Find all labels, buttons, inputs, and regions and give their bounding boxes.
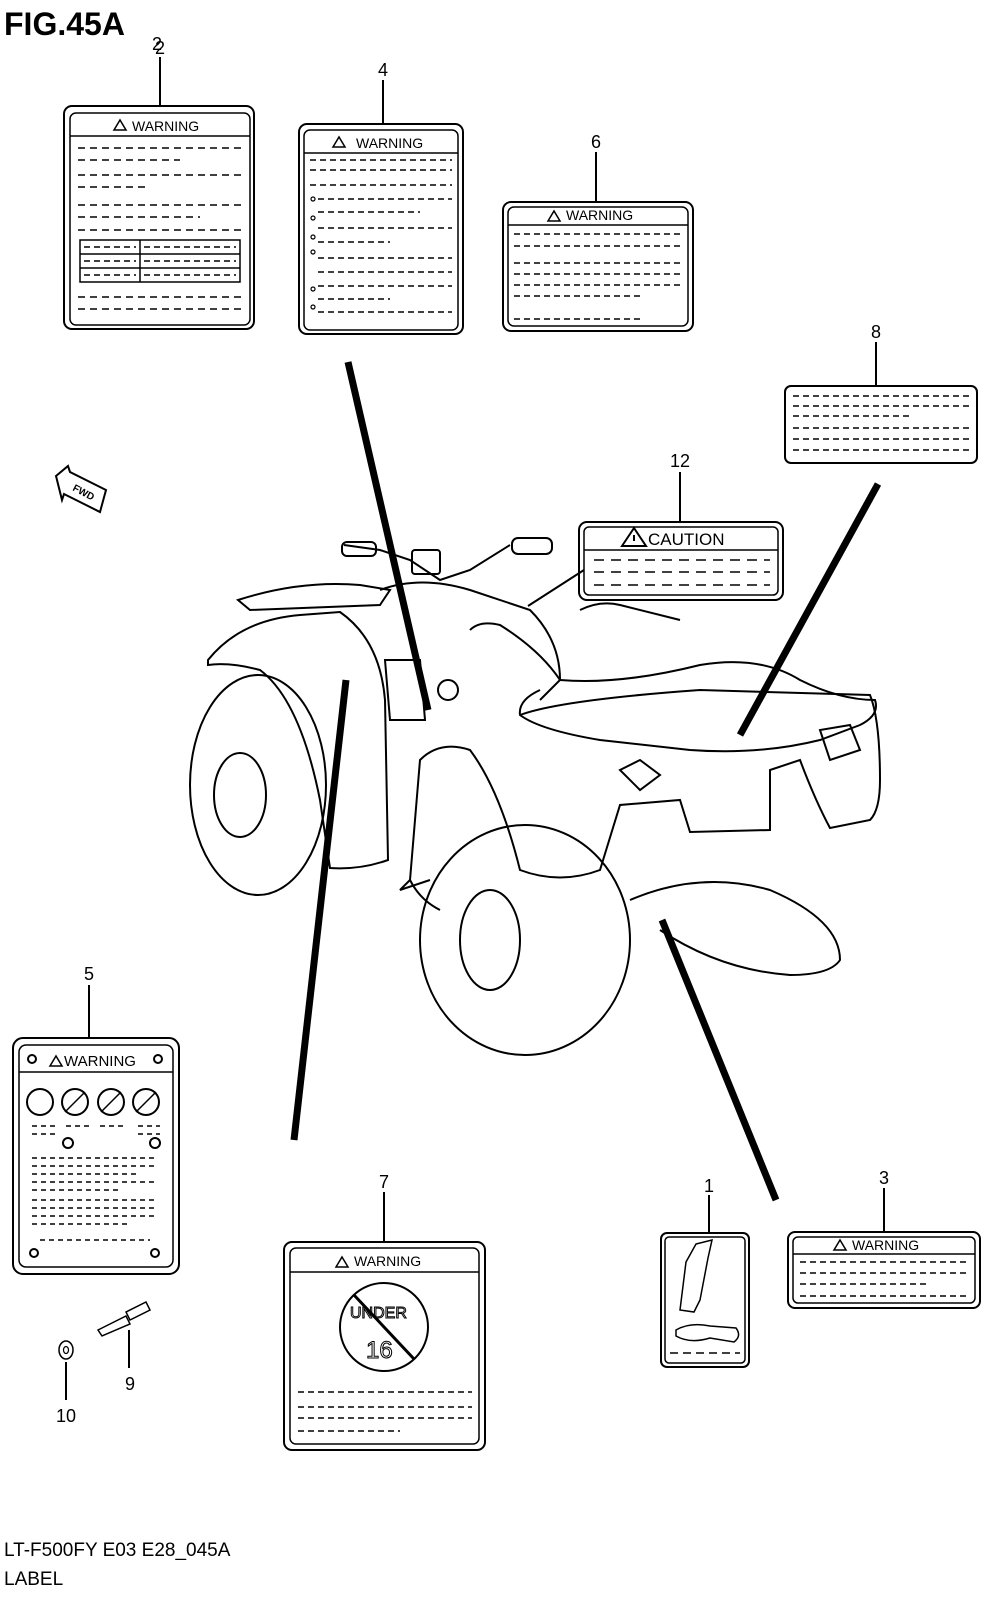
label-6-warning-text: WARNING — [566, 207, 633, 223]
label-5 — [12, 985, 180, 1275]
label-3 — [787, 1188, 981, 1309]
callout-2: 2 — [155, 38, 165, 58]
label-4 — [298, 80, 464, 335]
label-7-age-text: 16 — [366, 1337, 393, 1364]
washer-part-10 — [58, 1340, 74, 1400]
rivet-part-9 — [96, 1300, 152, 1368]
figure-subscript: 2 — [152, 34, 163, 54]
leader-lines — [290, 361, 882, 1202]
fwd-arrow-icon — [54, 464, 108, 514]
label-12 — [578, 472, 784, 601]
label-7-under-text: UNDER — [350, 1305, 407, 1322]
section-name: LABEL — [4, 1569, 64, 1590]
label-7 — [283, 1192, 486, 1451]
label-2-warning-text: WARNING — [132, 118, 199, 134]
label-3-warning-text: WARNING — [852, 1237, 919, 1253]
callout-5: 5 — [84, 964, 94, 984]
atv-outline — [189, 537, 882, 1056]
callout-10: 10 — [56, 1406, 76, 1426]
callout-4: 4 — [378, 60, 388, 80]
label-4-warning-text: WARNING — [356, 135, 423, 151]
callout-12: 12 — [670, 451, 690, 471]
callout-6: 6 — [591, 132, 601, 152]
callout-9: 9 — [125, 1374, 135, 1394]
callout-1: 1 — [704, 1176, 714, 1196]
label-2 — [63, 57, 255, 330]
label-8 — [784, 342, 978, 464]
figure-title: FIG.45A — [4, 6, 125, 42]
label-1 — [660, 1195, 750, 1368]
callout-8: 8 — [871, 322, 881, 342]
label-7-warning-text: WARNING — [354, 1253, 421, 1269]
label-6 — [502, 152, 694, 332]
label-12-caution-text: CAUTION — [648, 530, 725, 549]
callout-7: 7 — [379, 1172, 389, 1192]
label-5-warning-text: WARNING — [64, 1053, 136, 1070]
model-code: LT-F500FY E03 E28_045A — [4, 1540, 231, 1561]
callout-3: 3 — [879, 1168, 889, 1188]
